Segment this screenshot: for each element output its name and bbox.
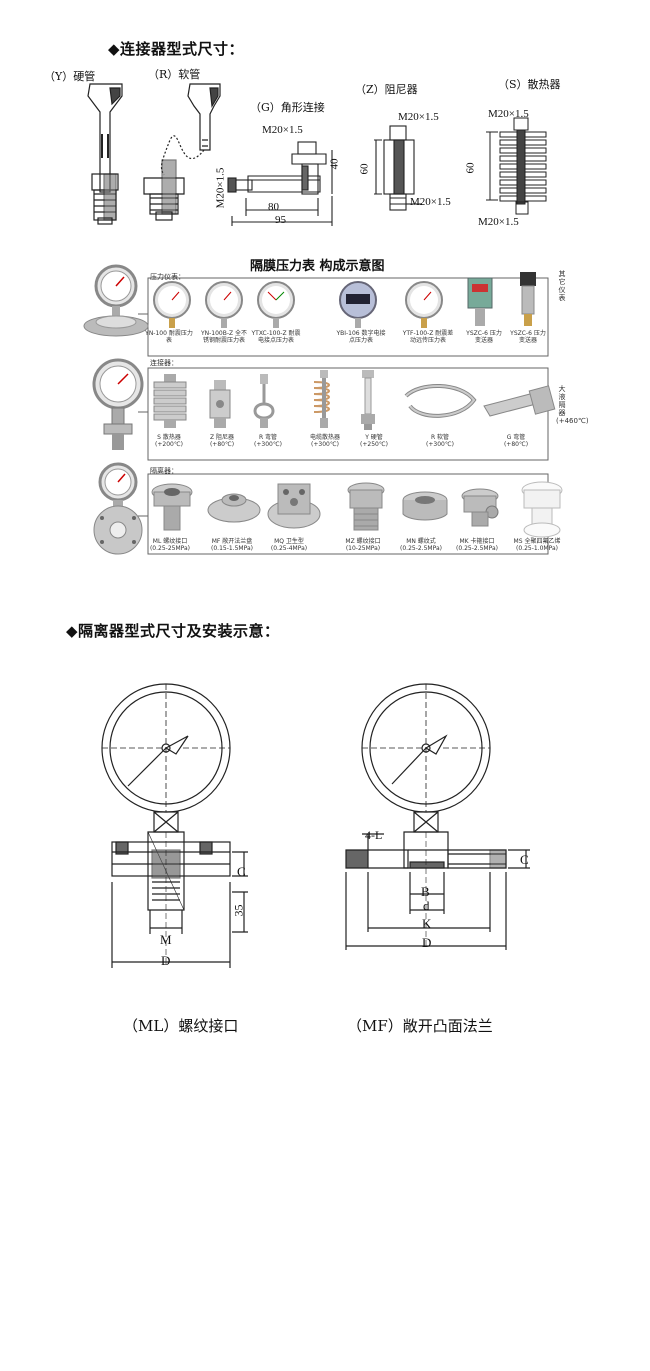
- gauge-item-5: [405, 281, 443, 328]
- isolator-row: [148, 478, 568, 540]
- dim-g-80: 80: [268, 201, 279, 213]
- isolator-caption-3: MQ 卫生型 (0.25-4MPa): [270, 538, 308, 552]
- isolator-item-5: [402, 491, 448, 521]
- section-title-isolators: ◆隔离器型式尺寸及安装示意：: [66, 622, 280, 640]
- isolator-item-3: [267, 483, 321, 529]
- composition-frame-lines: [138, 277, 549, 555]
- assembled-gauge-3: [93, 462, 143, 555]
- dim-s-60: 60: [464, 162, 477, 174]
- side-label-cooler: 大液隔器(+460℃): [556, 385, 589, 425]
- connector-item-7: [483, 385, 556, 417]
- ml-dim-m: M: [160, 932, 172, 947]
- caption-mf: （MF）敞开凸面法兰: [347, 1017, 493, 1035]
- dim-z-m20-top: M20×1.5: [398, 111, 439, 123]
- mf-dim-k: K: [422, 916, 432, 931]
- gauge-caption-5: YTF-100-Z 耐震差动远传压力表: [402, 330, 454, 344]
- gauge-row: [150, 272, 560, 350]
- dim-z-m20-bottom: M20×1.5: [410, 196, 451, 208]
- label-connector-r: （R）软管: [148, 68, 201, 81]
- mf-dim-d: D: [422, 935, 432, 950]
- gauge-caption-2: YN-100B-Z 全不锈钢耐震压力表: [200, 330, 248, 344]
- gauge-caption-7: YSZC-6 压力变送器: [510, 330, 546, 344]
- mf-drawing: [345, 683, 530, 950]
- assembled-gauge-2: [92, 358, 144, 450]
- dim-z-60: 60: [358, 163, 371, 175]
- isolator-caption-5: MN 螺纹式 (0.25-2.5MPa): [400, 538, 442, 552]
- ml-dim-35: 35: [231, 904, 246, 917]
- gauge-item-6: [467, 277, 493, 326]
- gauge-caption-4: YBI-106 数字电接点压力表: [336, 330, 386, 344]
- composition-title: 隔膜压力表 构成示意图: [250, 259, 385, 274]
- dim-g-m20: M20×1.5: [262, 124, 303, 136]
- label-connector-z: （Z）阻尼器: [355, 83, 418, 96]
- dim-g-95: 95: [275, 214, 286, 226]
- connector-z-drawing: [374, 125, 422, 211]
- side-label-other: 其它仪表: [558, 270, 566, 302]
- mf-dim-4l: 4-L: [365, 828, 383, 842]
- gauge-item-4: [339, 281, 377, 328]
- gauge-item-3: [257, 281, 295, 328]
- ml-dim-c: C: [237, 864, 246, 879]
- gauge-item-2: [205, 281, 243, 328]
- label-connector-y: （Y）硬管: [44, 70, 96, 83]
- mf-dim-b: B: [421, 884, 430, 899]
- category-connector: 连接器：: [150, 359, 178, 367]
- connector-g-drawing: [227, 141, 333, 226]
- connector-item-5: [361, 370, 375, 430]
- ml-drawing: [101, 683, 248, 968]
- dim-g-m20-vert: M20×1.5: [214, 167, 227, 209]
- category-isolator: 隔离器：: [150, 467, 178, 475]
- gauge-item-1: [153, 281, 191, 328]
- category-gauge: 压力仪表：: [150, 273, 185, 281]
- gauge-item-7: [520, 272, 536, 326]
- connector-row: [150, 370, 560, 440]
- section-title-connectors: ◆连接器型式尺寸：: [108, 40, 245, 58]
- dim-g-40: 40: [328, 158, 341, 170]
- isolator-item-7: [521, 481, 563, 538]
- gauge-caption-1: YN-100 耐震压力表: [145, 330, 193, 344]
- connector-caption-2: Z 阻尼器 (+80℃): [209, 434, 235, 448]
- mf-dim-d-small: d: [423, 898, 430, 913]
- assembled-gauge-1: [83, 264, 149, 337]
- connector-y-drawing: [87, 83, 123, 225]
- label-connector-g: （G）角形连接: [250, 101, 325, 114]
- connector-caption-7: G 弯管 (+80℃): [503, 434, 529, 448]
- gauge-caption-6: YSZC-6 压力变送器: [466, 330, 502, 344]
- connector-item-1: [153, 374, 187, 428]
- isolator-item-1: [151, 483, 193, 531]
- connector-r-drawing: [143, 83, 221, 221]
- isolator-item-6: [461, 488, 499, 527]
- connector-caption-4: 电缆散热器 (+300℃): [309, 434, 340, 448]
- label-connector-s: （S）散热器: [498, 78, 561, 91]
- connector-item-6: [404, 384, 477, 418]
- dim-s-m20-top: M20×1.5: [488, 108, 529, 120]
- isolator-caption-7: MS 全聚四氟乙烯 (0.25-1.0MPa): [513, 538, 561, 552]
- isolator-caption-4: MZ 螺纹接口 (10-25MPa): [345, 538, 381, 552]
- connector-s-drawing: [486, 117, 547, 215]
- isolator-caption-1: ML 螺纹接口 (0.25-25MPa): [149, 538, 191, 552]
- ml-dim-d: D: [161, 953, 171, 968]
- mf-dim-c: C: [520, 852, 529, 867]
- connector-item-3: [253, 374, 275, 428]
- connector-caption-3: R 弯管 (+300℃): [254, 434, 282, 448]
- caption-ml: （ML）螺纹接口: [123, 1017, 239, 1035]
- connector-item-2: [209, 380, 231, 428]
- isolator-item-2: [207, 493, 261, 523]
- connector-caption-1: S 散热器 (+200℃): [155, 434, 183, 448]
- dim-s-m20-bottom: M20×1.5: [478, 216, 519, 228]
- gauge-caption-3: YTXC-100-Z 耐震电接点压力表: [251, 330, 301, 344]
- isolator-caption-6: MK 卡箍接口 (0.25-2.5MPa): [456, 538, 498, 552]
- connector-caption-5: Y 硬管 (+250℃): [360, 434, 388, 448]
- connector-caption-6: R 软管 (+300℃): [426, 434, 454, 448]
- connector-item-4: [313, 370, 330, 428]
- isolator-caption-2: MF 敞开法兰盘 (0.15-1.5MPa): [211, 538, 253, 552]
- isolator-item-4: [347, 482, 385, 531]
